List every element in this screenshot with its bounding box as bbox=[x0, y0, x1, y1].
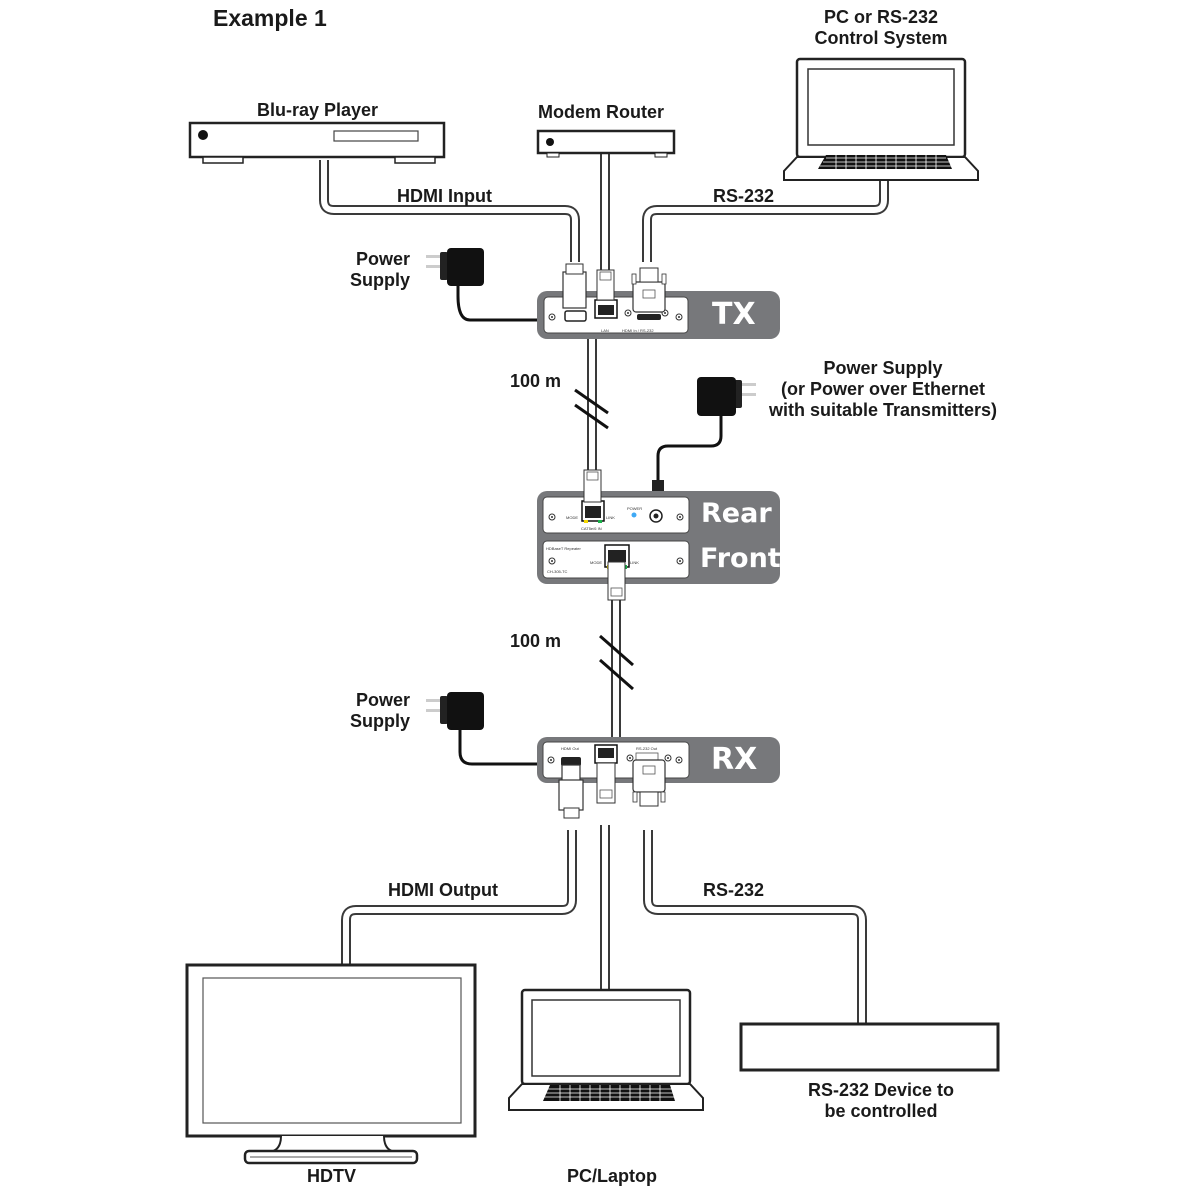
tx-unit bbox=[537, 263, 780, 339]
repeater-rear-label: Rear bbox=[701, 498, 772, 529]
tx-power-supply-label-line2: Supply bbox=[349, 270, 410, 290]
repeater-rear-link-label: LINK bbox=[606, 515, 615, 520]
rs232-device-label-line2: be controlled bbox=[824, 1101, 938, 1121]
rs232-bottom-label: RS-232 bbox=[703, 880, 765, 900]
distance-break-2 bbox=[599, 634, 634, 691]
rs232-device-icon bbox=[739, 1022, 1000, 1072]
hdtv-icon bbox=[185, 963, 477, 1165]
repeater-front-label: Front bbox=[700, 543, 781, 574]
repeater-rear-cat-in-label: CAT5e/6 IN bbox=[581, 526, 602, 531]
rx-power-supply-icon bbox=[426, 692, 548, 766]
pc-laptop-label: PC/Laptop bbox=[567, 1166, 657, 1186]
rs232-device-label: RS-232 Device to be controlled bbox=[741, 1080, 1021, 1122]
repeater-power-led-label: POWER bbox=[627, 506, 643, 511]
repeater-unit bbox=[537, 469, 780, 601]
repeater-rear-mode-label: MODE bbox=[566, 515, 578, 520]
repeater-front-title-label: HDBaseT Repeater bbox=[546, 546, 581, 551]
tx-port-lan-label: LAN bbox=[601, 328, 609, 333]
distance-2-label: 100 m bbox=[510, 631, 562, 651]
repeater-power-supply-label: Power Supply (or Power over Ethernet wit… bbox=[764, 358, 1002, 421]
control-pc-laptop-icon bbox=[783, 57, 979, 181]
rx-power-supply-label-line1: Power bbox=[355, 690, 410, 710]
control-pc-label-line2: Control System bbox=[814, 28, 948, 48]
hdmi-input-label: HDMI Input bbox=[397, 186, 492, 206]
rs232-top-label: RS-232 bbox=[713, 186, 775, 206]
cable-rs232-bottom bbox=[643, 830, 867, 1025]
rx-power-supply-label-line2: Supply bbox=[349, 711, 410, 731]
repeater-model-label: CH-305-TC bbox=[547, 569, 568, 574]
router-label: Modem Router bbox=[538, 102, 664, 122]
control-pc-label: PC or RS-232 Control System bbox=[800, 7, 962, 49]
bluray-label: Blu-ray Player bbox=[257, 100, 379, 120]
control-pc-label-line1: PC or RS-232 bbox=[823, 7, 939, 27]
distance-1-label: 100 m bbox=[510, 371, 562, 391]
rx-port-hdmi-out-label: HDMI Out bbox=[561, 746, 579, 751]
cable-hdmi-output bbox=[341, 830, 577, 966]
cable-hdmi-input bbox=[319, 160, 580, 262]
modem-router-icon bbox=[536, 129, 676, 158]
tx-port-hdmi-rs232-label: HDMI In / RS-232 bbox=[622, 328, 654, 333]
rx-unit bbox=[537, 737, 780, 819]
tx-power-supply-label: Power Supply bbox=[340, 249, 410, 291]
tx-power-supply-label-line1: Power bbox=[355, 249, 410, 269]
tx-label: TX bbox=[712, 297, 756, 332]
diagram-title: Example 1 bbox=[213, 5, 327, 31]
repeater-front-link-label: LINK bbox=[630, 560, 639, 565]
rx-power-supply-label: Power Supply bbox=[340, 690, 410, 732]
repeater-psu-line3: with suitable Transmitters) bbox=[768, 400, 998, 420]
repeater-power-supply-icon bbox=[652, 377, 756, 500]
hdmi-output-label: HDMI Output bbox=[388, 880, 498, 900]
repeater-front-mode-label: MODE bbox=[590, 560, 602, 565]
rx-label: RX bbox=[711, 742, 758, 777]
bluray-player-icon bbox=[188, 121, 446, 164]
hdtv-label: HDTV bbox=[307, 1166, 356, 1186]
rs232-device-label-line1: RS-232 Device to bbox=[807, 1080, 955, 1100]
distance-break-1 bbox=[574, 388, 609, 430]
pc-laptop-icon bbox=[508, 988, 704, 1111]
rx-port-rs232-out-label: RS-232 Out bbox=[636, 746, 658, 751]
cable-rs232-top bbox=[642, 180, 889, 262]
tx-power-supply-icon bbox=[426, 248, 548, 322]
repeater-psu-line1: Power Supply bbox=[823, 358, 943, 378]
repeater-psu-line2: (or Power over Ethernet bbox=[780, 379, 986, 399]
